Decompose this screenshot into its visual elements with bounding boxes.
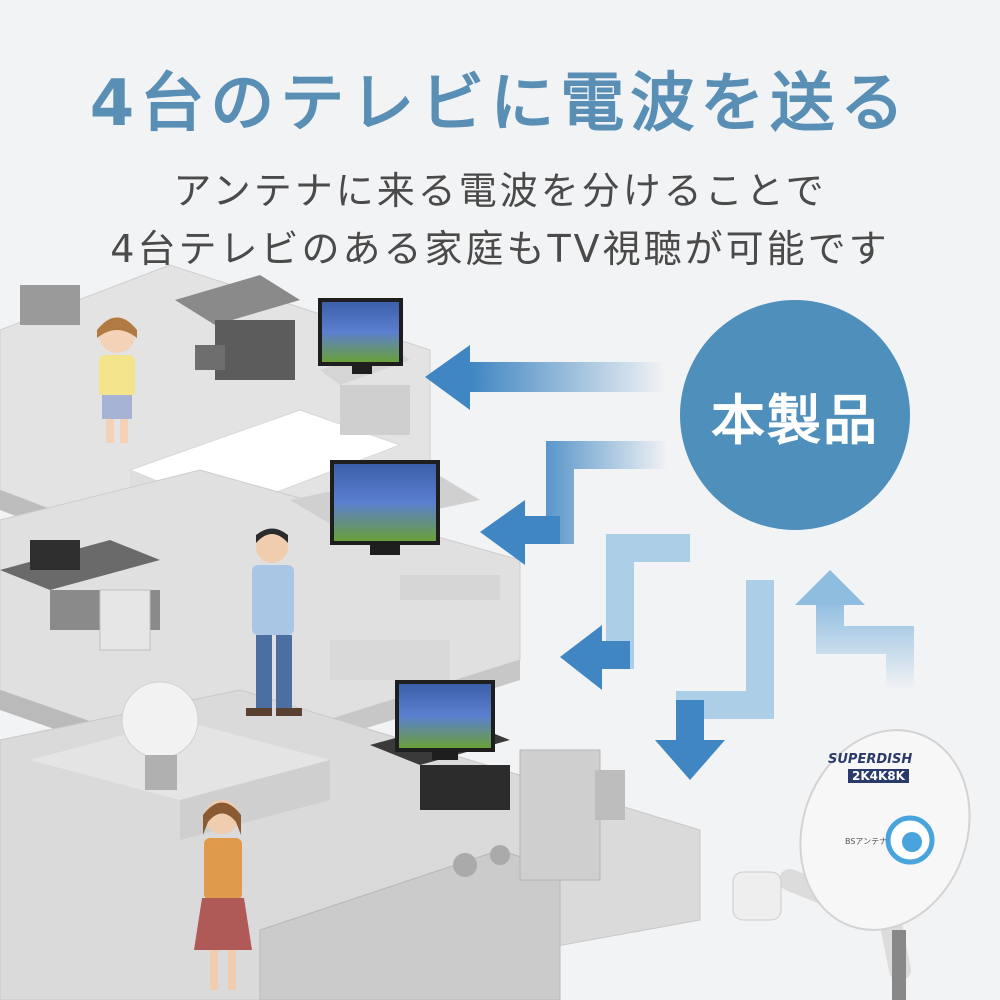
tv-top: [318, 298, 403, 374]
arrow-to-tv-top: [425, 345, 665, 410]
woman-figure: [194, 800, 252, 990]
tv-middle: [330, 460, 440, 555]
dish-brand-label: SUPERDISH: [828, 752, 913, 767]
arrow-to-kitchen: [655, 580, 774, 780]
dish-resolution-badge: 2K4K8K: [848, 769, 909, 783]
product-circle: 本製品: [680, 300, 910, 530]
satellite-dish: [732, 729, 971, 1000]
arrow-from-dish: [795, 570, 914, 690]
girl-figure: [97, 317, 137, 443]
man-figure: [246, 528, 302, 716]
subline-1: アンテナに来る電波を分けることで: [173, 169, 827, 213]
tv-bottom: [395, 680, 495, 760]
dish-model-label: BSアンテナ: [845, 837, 888, 846]
arrow-to-tv-bottom: [560, 534, 690, 690]
arrow-to-tv-middle: [480, 441, 668, 565]
headline: 4台のテレビに電波を送る: [89, 67, 911, 141]
floor-bottom: [0, 681, 701, 1000]
subline-2: 4台テレビのある家庭もTV視聴が可能です: [110, 227, 890, 271]
